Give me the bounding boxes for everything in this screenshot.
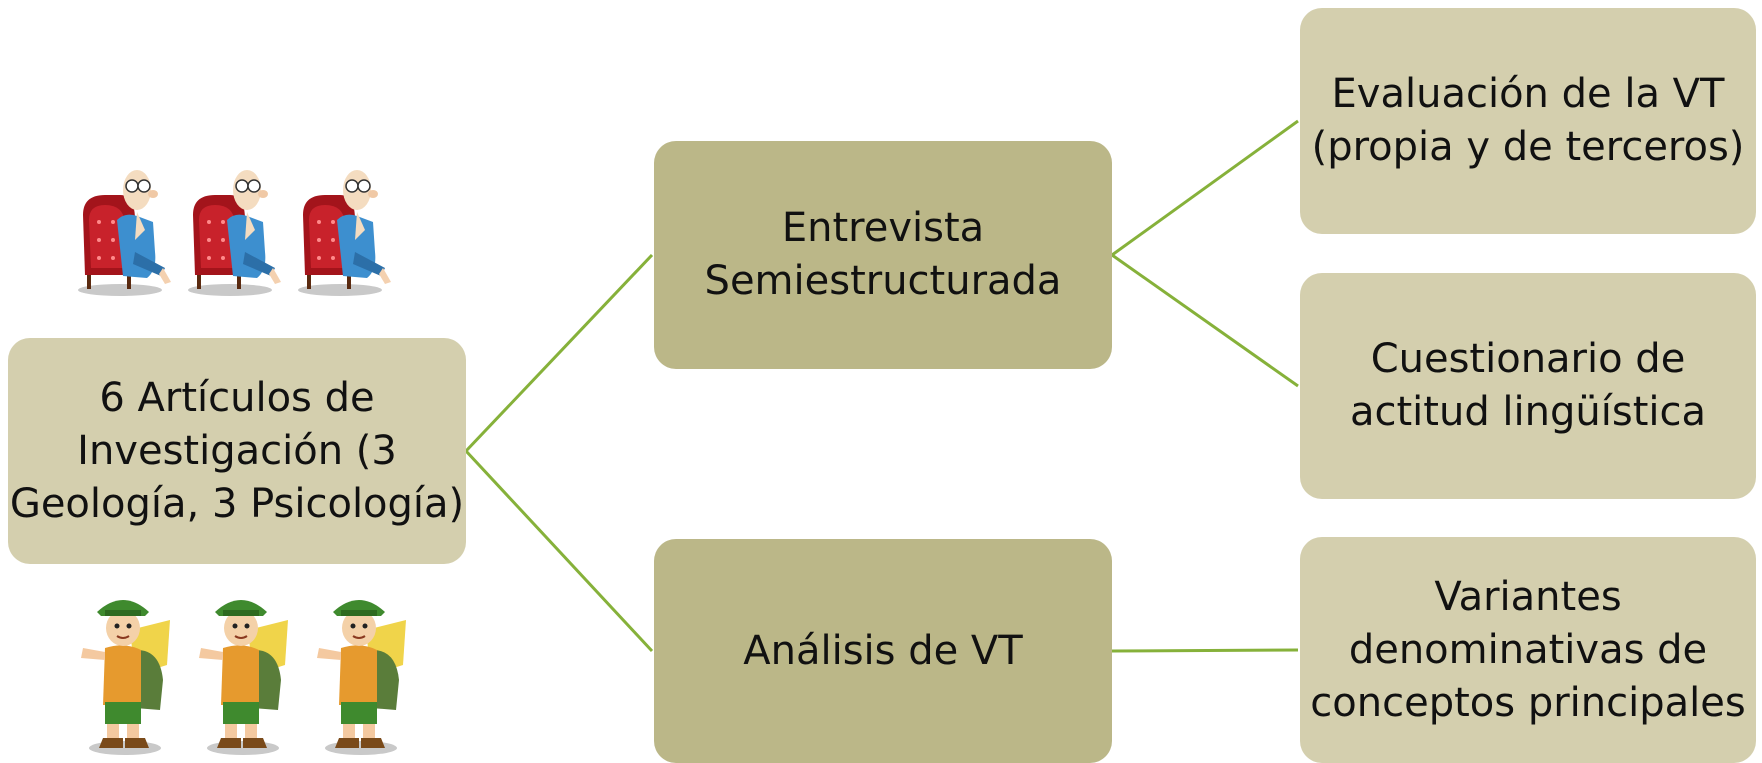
node-analisis-vt: Análisis de VT bbox=[654, 539, 1112, 763]
node-evaluacion-vt: Evaluación de la VT (propia y de tercero… bbox=[1300, 8, 1756, 234]
connector-analisis-to-variantes bbox=[1111, 648, 1299, 653]
connector-entrevista-to-cuestionario bbox=[1111, 253, 1299, 388]
explorer-figures bbox=[80, 599, 407, 756]
thinker-figures bbox=[77, 169, 392, 297]
connector-root-to-entrevista bbox=[464, 253, 654, 453]
connector-root-to-analisis bbox=[464, 449, 654, 653]
node-variantes-denominativas: Variantes denominativas de conceptos pri… bbox=[1300, 537, 1756, 763]
node-articulos-investigacion: 6 Artículos de Investigación (3 Geología… bbox=[8, 338, 466, 564]
connector-entrevista-to-evaluacion bbox=[1111, 119, 1299, 257]
node-entrevista-semiestructurada: Entrevista Semiestructurada bbox=[654, 141, 1112, 369]
node-cuestionario-actitud: Cuestionario de actitud lingüística bbox=[1300, 273, 1756, 499]
